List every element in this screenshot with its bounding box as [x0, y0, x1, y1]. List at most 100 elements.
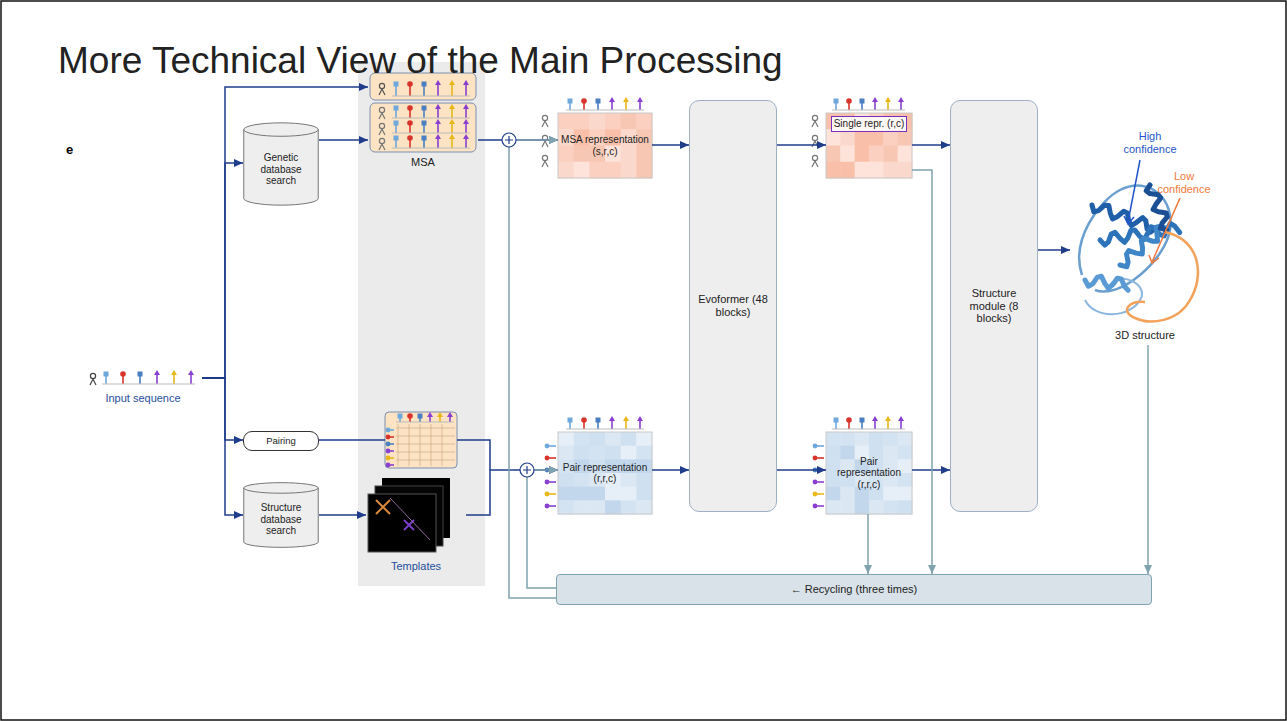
sequence-glyphs	[90, 80, 905, 508]
heat-cell	[883, 500, 898, 514]
node-label: Pairing	[266, 436, 296, 447]
residue-head	[463, 104, 469, 109]
residue-head	[154, 370, 160, 375]
heat-cell	[869, 162, 884, 179]
node-label: Structure module (8 blocks)	[954, 287, 1034, 325]
matrix-grid	[396, 436, 455, 437]
residue-head	[813, 444, 818, 449]
heat-cell	[826, 146, 841, 163]
heat-cell	[898, 432, 913, 446]
residue-head	[427, 412, 433, 417]
residue-stem	[900, 101, 902, 110]
heat-cell	[574, 113, 590, 130]
residue-head	[394, 121, 399, 126]
heat-cell	[589, 162, 605, 179]
heat-cell	[636, 500, 652, 514]
pairing-matrix	[385, 412, 457, 468]
node-label: Input sequence	[105, 392, 180, 405]
heat-cell	[574, 146, 590, 163]
template-mark	[376, 500, 390, 514]
heat-cell	[636, 113, 652, 130]
residue-head	[188, 370, 194, 375]
residue-stem	[451, 123, 453, 133]
heat-cell	[826, 129, 841, 146]
heat-cell	[558, 500, 574, 514]
heat-cell	[621, 500, 637, 514]
residue-head	[609, 97, 615, 102]
heat-cell	[883, 446, 898, 460]
input-panel	[358, 62, 485, 586]
heat-cell	[605, 500, 621, 514]
residue-head	[637, 416, 643, 421]
residue-stem	[887, 101, 889, 110]
heat-cell	[840, 162, 855, 179]
leader-head	[1124, 216, 1134, 224]
residue-head	[885, 97, 891, 102]
heat-cell	[574, 162, 590, 179]
residue-head	[120, 371, 126, 377]
flow-arrow	[319, 139, 368, 141]
residue-stem	[465, 108, 467, 118]
residue-stem	[156, 374, 158, 384]
heat-cell	[605, 162, 621, 179]
residue-head	[860, 99, 865, 104]
heat-cell	[558, 432, 574, 446]
flow-arrow	[319, 514, 366, 516]
species-icon	[542, 161, 548, 167]
residue-head	[435, 104, 441, 109]
flow-arrow	[652, 469, 689, 471]
heat-cell	[840, 500, 855, 514]
template-diagonal	[390, 498, 430, 540]
heat-cell	[558, 162, 574, 179]
sequence-baseline	[832, 110, 905, 111]
residue-head	[898, 416, 904, 421]
heat-cell	[840, 446, 855, 460]
heat-cell	[840, 146, 855, 163]
heat-cell	[883, 432, 898, 446]
residue-stem	[874, 101, 876, 110]
confidence-label: High confidence	[1118, 130, 1182, 155]
heat-cell	[840, 432, 855, 446]
residue-stem	[465, 123, 467, 133]
process-box: Input sequence	[84, 364, 202, 408]
heat-cell	[636, 446, 652, 460]
process-box: Pair representation (r,r,c)	[558, 432, 652, 514]
recycling-arrow	[527, 470, 558, 588]
heat-cell	[883, 162, 898, 179]
database-cylinder: Structure database search	[243, 482, 319, 548]
species-icon	[379, 129, 385, 135]
residue-head	[437, 412, 443, 417]
heat-frame	[558, 432, 652, 514]
residue-stem	[639, 101, 641, 110]
residue-head	[394, 82, 399, 87]
heat-cell	[898, 500, 913, 514]
residue-head	[422, 121, 427, 126]
residue-stem	[190, 374, 192, 384]
heat-cell	[574, 500, 590, 514]
residue-head	[581, 417, 587, 423]
residue-head	[813, 456, 818, 461]
recycling-arrow	[1147, 345, 1149, 574]
heat-cell	[826, 162, 841, 179]
heat-cell	[636, 146, 652, 163]
matrix-grid	[396, 444, 455, 445]
node-label: Structure database search	[246, 502, 316, 537]
residue-head	[386, 456, 391, 461]
residue-head	[422, 106, 427, 111]
leader-line	[1128, 160, 1140, 222]
helix	[1120, 226, 1168, 267]
residue-stem	[887, 420, 889, 429]
matrix-grid	[396, 460, 455, 461]
flow-arrow	[777, 144, 826, 146]
residue-head	[104, 372, 109, 377]
sum-node	[502, 133, 516, 147]
cylinder-body	[244, 123, 318, 205]
residue-head	[581, 98, 587, 104]
residue-stem	[625, 420, 627, 429]
heat-cell	[558, 487, 574, 501]
heat-cell	[898, 146, 913, 163]
residue-head	[813, 492, 818, 497]
residue-head	[545, 480, 550, 485]
node-label: MSA representation (s,r,c)	[561, 134, 649, 157]
